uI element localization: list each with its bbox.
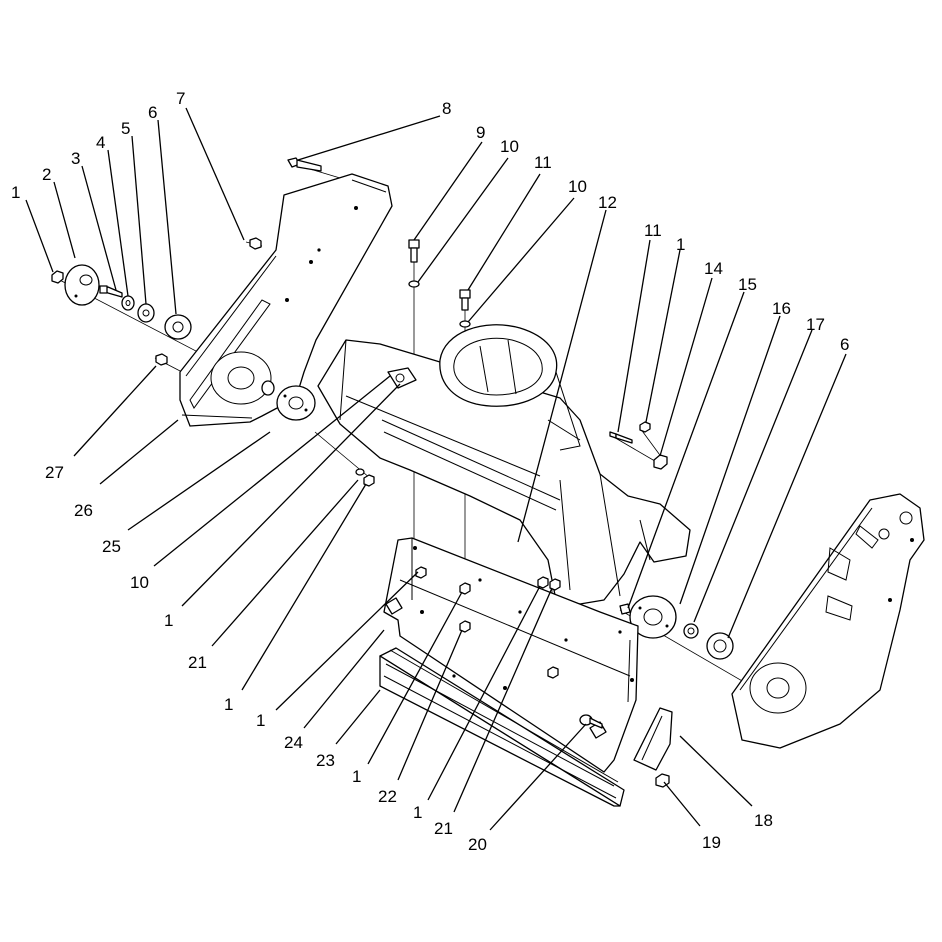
callout-8: 8 [442,99,451,118]
callout-24: 24 [284,733,303,752]
callout-7: 7 [176,89,185,108]
callout-labels: 1 2 3 4 5 6 7 8 9 10 11 10 12 11 1 14 15… [11,89,849,854]
right-side-plate [731,493,925,749]
callout-18: 18 [754,811,773,830]
callout-22: 22 [378,787,397,806]
callout-11: 11 [534,153,552,172]
callout-1: 1 [352,767,361,786]
callout-12: 12 [598,193,617,212]
skid-shoe [633,707,673,771]
callout-10: 10 [130,573,149,592]
callout-2: 2 [42,165,51,184]
callout-16: 16 [772,299,791,318]
callout-1: 1 [224,695,233,714]
callout-4: 4 [96,133,105,152]
callout-14: 14 [704,259,723,278]
callout-23: 23 [316,751,335,770]
scraper-plate [383,537,639,773]
left-side-plate [179,173,393,427]
callout-1: 1 [164,611,173,630]
callout-17: 17 [806,315,825,334]
callout-20: 20 [468,835,487,854]
shave-plate [379,647,625,807]
callout-10: 10 [568,177,587,196]
leader-lines [25,107,847,831]
callout-6: 6 [840,335,849,354]
callout-6: 6 [148,103,157,122]
callout-15: 15 [738,275,757,294]
fasteners [51,157,670,788]
callout-25: 25 [102,537,121,556]
callout-27: 27 [45,463,64,482]
right-bearing-stack [619,595,734,660]
callout-19: 19 [702,833,721,852]
callout-1: 1 [256,711,265,730]
callout-1: 1 [676,235,685,254]
left-bearing-flange [276,385,316,421]
callout-21: 21 [188,653,207,672]
callout-26: 26 [74,501,93,520]
callout-21: 21 [434,819,453,838]
callout-11: 11 [644,221,662,240]
callout-1: 1 [413,803,422,822]
callout-3: 3 [71,149,80,168]
callout-10: 10 [500,137,519,156]
callout-1: 1 [11,183,20,202]
spacer-ring [261,380,275,396]
callout-5: 5 [121,119,130,138]
auger-housing [317,324,691,605]
callout-9: 9 [476,123,485,142]
